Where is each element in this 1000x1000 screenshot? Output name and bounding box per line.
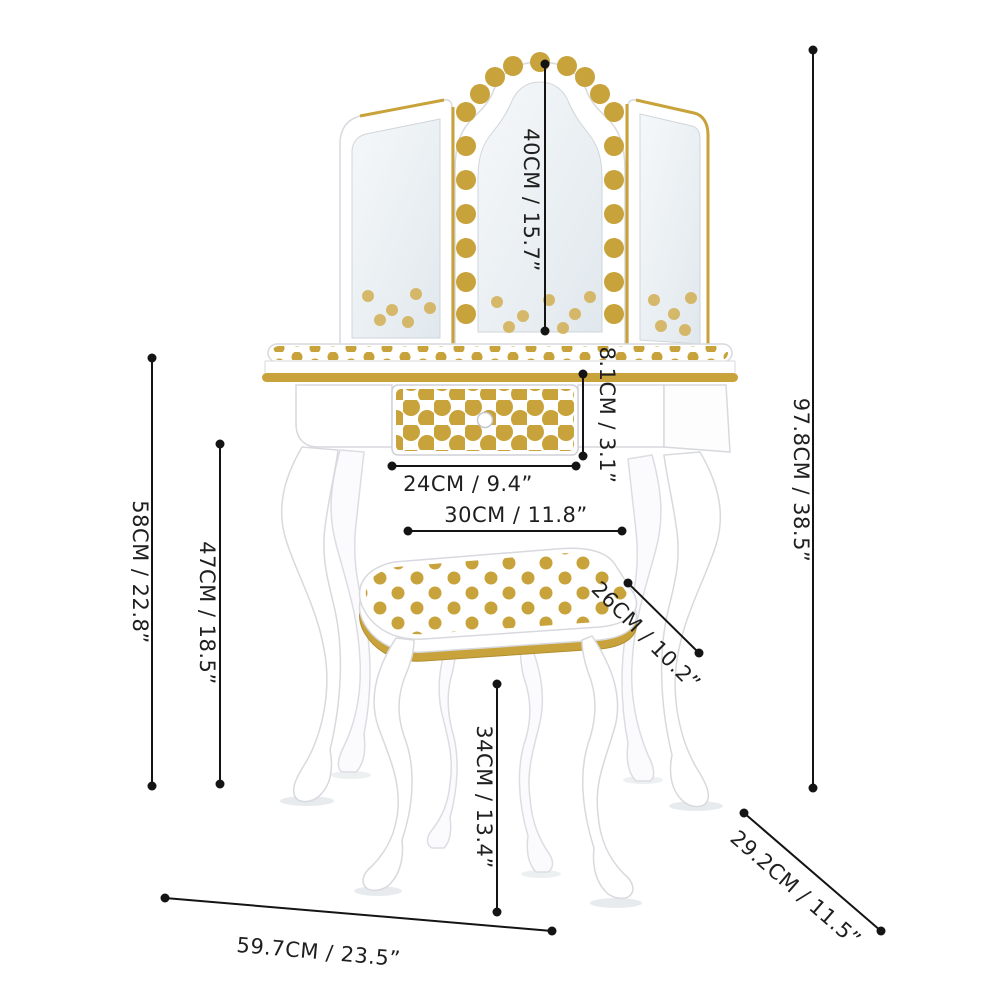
dim-stool-height: 34CM / 13.4” [472,679,502,917]
stool-back-left-leg [426,638,458,849]
apron-right-side [663,384,731,453]
apron-left [295,384,393,448]
dim-table-height: 58CM / 22.8” [128,353,157,791]
stool-back-legs [426,638,554,873]
table-front-left-leg [280,446,342,803]
dim-table-width-label: 59.7CM / 23.5” [236,933,402,971]
dim-stool-height-label: 34CM / 13.4” [472,725,496,869]
dim-overall-height: 97.8CM / 38.5” [789,45,818,793]
dim-table-height-label: 58CM / 22.8” [128,500,152,644]
mirror-right-reflection-dots [648,292,697,336]
table-front-legs [280,446,722,808]
dim-leg-height: 47CM / 18.5” [195,439,225,789]
dim-drawer-width: 24CM / 9.4” [387,461,581,496]
dim-mirror-height-label: 40CM / 15.7” [519,128,543,272]
dim-drawer-width-label: 24CM / 9.4” [403,472,533,496]
dim-table-depth: 29.2CM / 11.5” [726,808,886,952]
table-back-right-leg [621,454,662,782]
vanity-tabletop [262,343,738,382]
dim-stool-width-label: 30CM / 11.8” [444,503,588,527]
table-front-right-leg [660,451,722,808]
mirror-left-reflection-dots [362,288,436,328]
stool-seat-dots [365,553,630,635]
dim-drawer-height: 8.1CM / 3.1” [578,347,619,484]
stool-front-right-leg [581,635,634,900]
stool-back-right-leg [518,641,554,873]
stool-front-left-leg [362,637,415,892]
mirror-vanity-bulb-dots [456,52,624,324]
vanity-apron [295,384,731,456]
dim-leg-height-label: 47CM / 18.5” [195,541,219,685]
trifold-mirror [339,52,710,357]
table-back-left-leg [330,449,371,773]
mirror-left-panel-glass [351,118,441,339]
stool-front-legs [362,635,634,900]
dim-table-depth-label: 29.2CM / 11.5” [726,826,866,952]
table-back-legs [330,449,662,782]
mirror-right-panel-glass [639,113,701,345]
drawer-knob [476,411,494,429]
apron-right [577,384,665,448]
mirror-center-reflection-dots [491,291,596,334]
mirror-left-panel-gold-trim [359,98,445,118]
dim-drawer-height-label: 8.1CM / 3.1” [595,347,619,484]
dim-stool-width: 30CM / 11.8” [403,503,627,536]
mirror-center-panel-glass [477,81,603,333]
vanity-stool [358,547,638,900]
mirror-right-panel-gold-trim [635,98,710,348]
dim-mirror-height: 40CM / 15.7” [519,59,550,336]
tabletop-edge [264,360,736,375]
floor-shadows [280,771,723,908]
tabletop-surface-dots [272,346,728,360]
dim-overall-height-label: 97.8CM / 38.5” [789,398,813,563]
tabletop-gold-trim [262,373,738,382]
